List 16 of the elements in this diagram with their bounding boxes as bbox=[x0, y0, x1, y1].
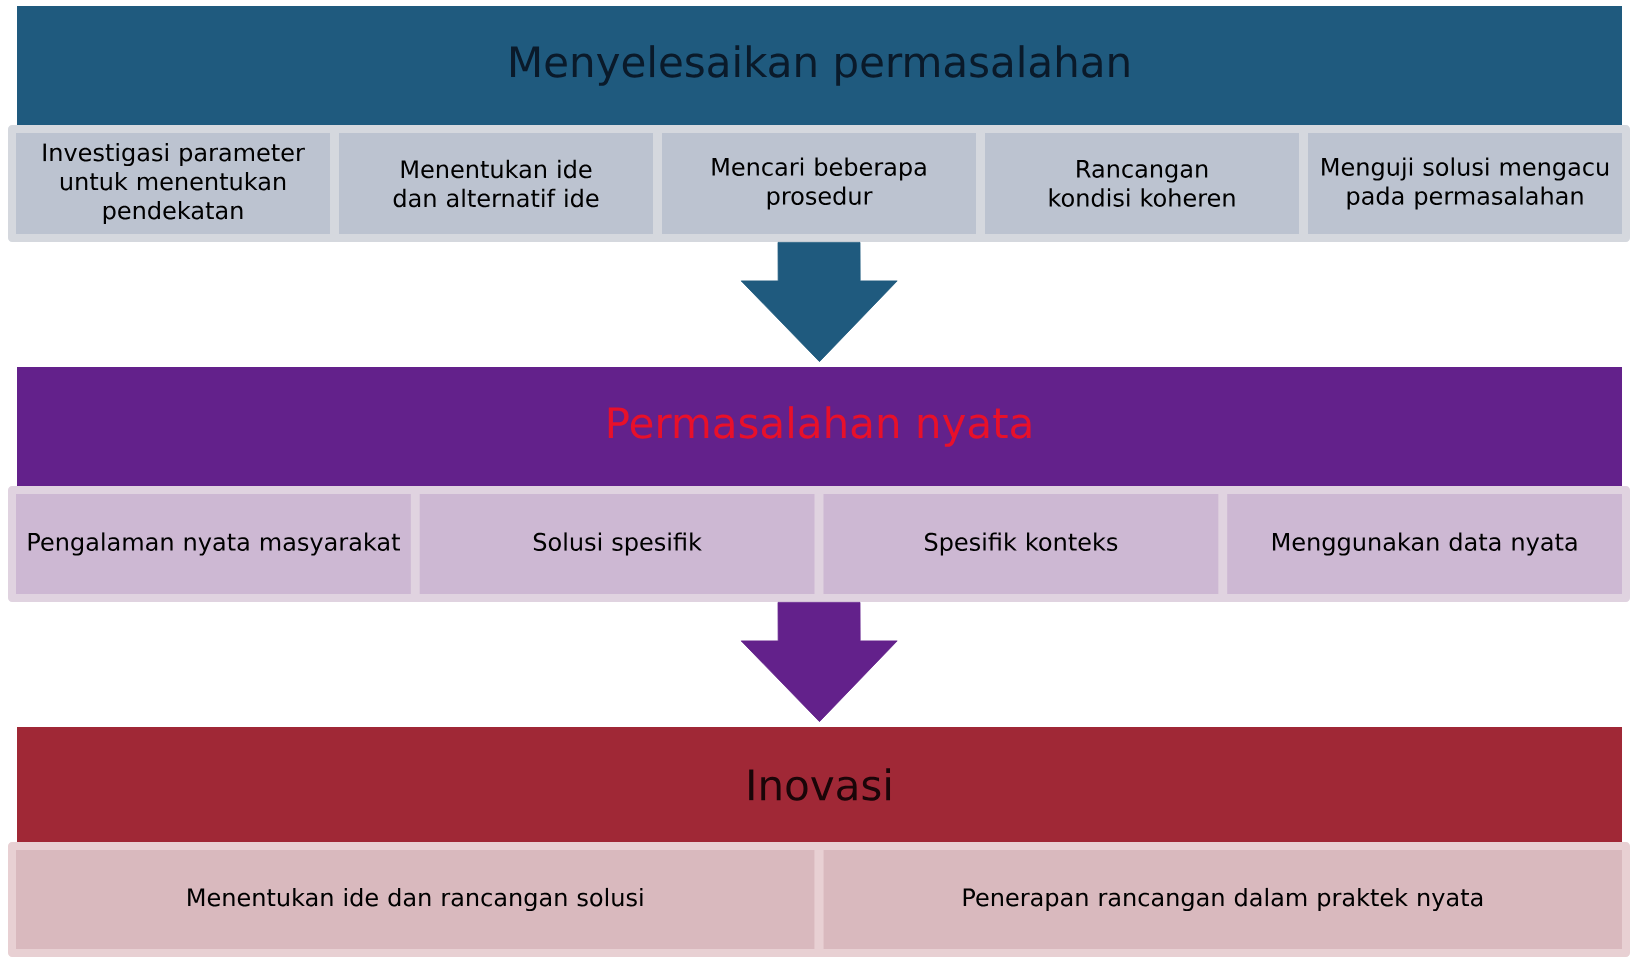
text-box: Investigasi parameter untuk menentukan pendekatan bbox=[16, 133, 330, 234]
text-box: Menggunakan data nyata bbox=[1227, 494, 1622, 594]
text-box: Menentukan ide dan alternatif ide bbox=[339, 133, 653, 234]
text-box: Spesifik konteks bbox=[823, 494, 1219, 594]
title-band: Inovasi bbox=[17, 727, 1622, 842]
block-arrow bbox=[740, 242, 898, 363]
title-band: Permasalahan nyata bbox=[17, 367, 1622, 486]
block-arrow bbox=[740, 602, 898, 723]
text-box: Rancangan kondisi koheren bbox=[985, 133, 1299, 234]
text-box: Menentukan ide dan rancangan solusi bbox=[16, 850, 815, 949]
text-box: Menguji solusi mengacu pada permasalahan bbox=[1308, 133, 1622, 234]
text-box: Solusi spesifik bbox=[419, 494, 815, 594]
text-box: Pengalaman nyata masyarakat bbox=[16, 494, 411, 594]
title-band: Menyelesaikan permasalahan bbox=[17, 6, 1622, 125]
text-box: Mencari beberapa prosedur bbox=[662, 133, 976, 234]
text-box: Penerapan rancangan dalam praktek nyata bbox=[823, 850, 1622, 949]
